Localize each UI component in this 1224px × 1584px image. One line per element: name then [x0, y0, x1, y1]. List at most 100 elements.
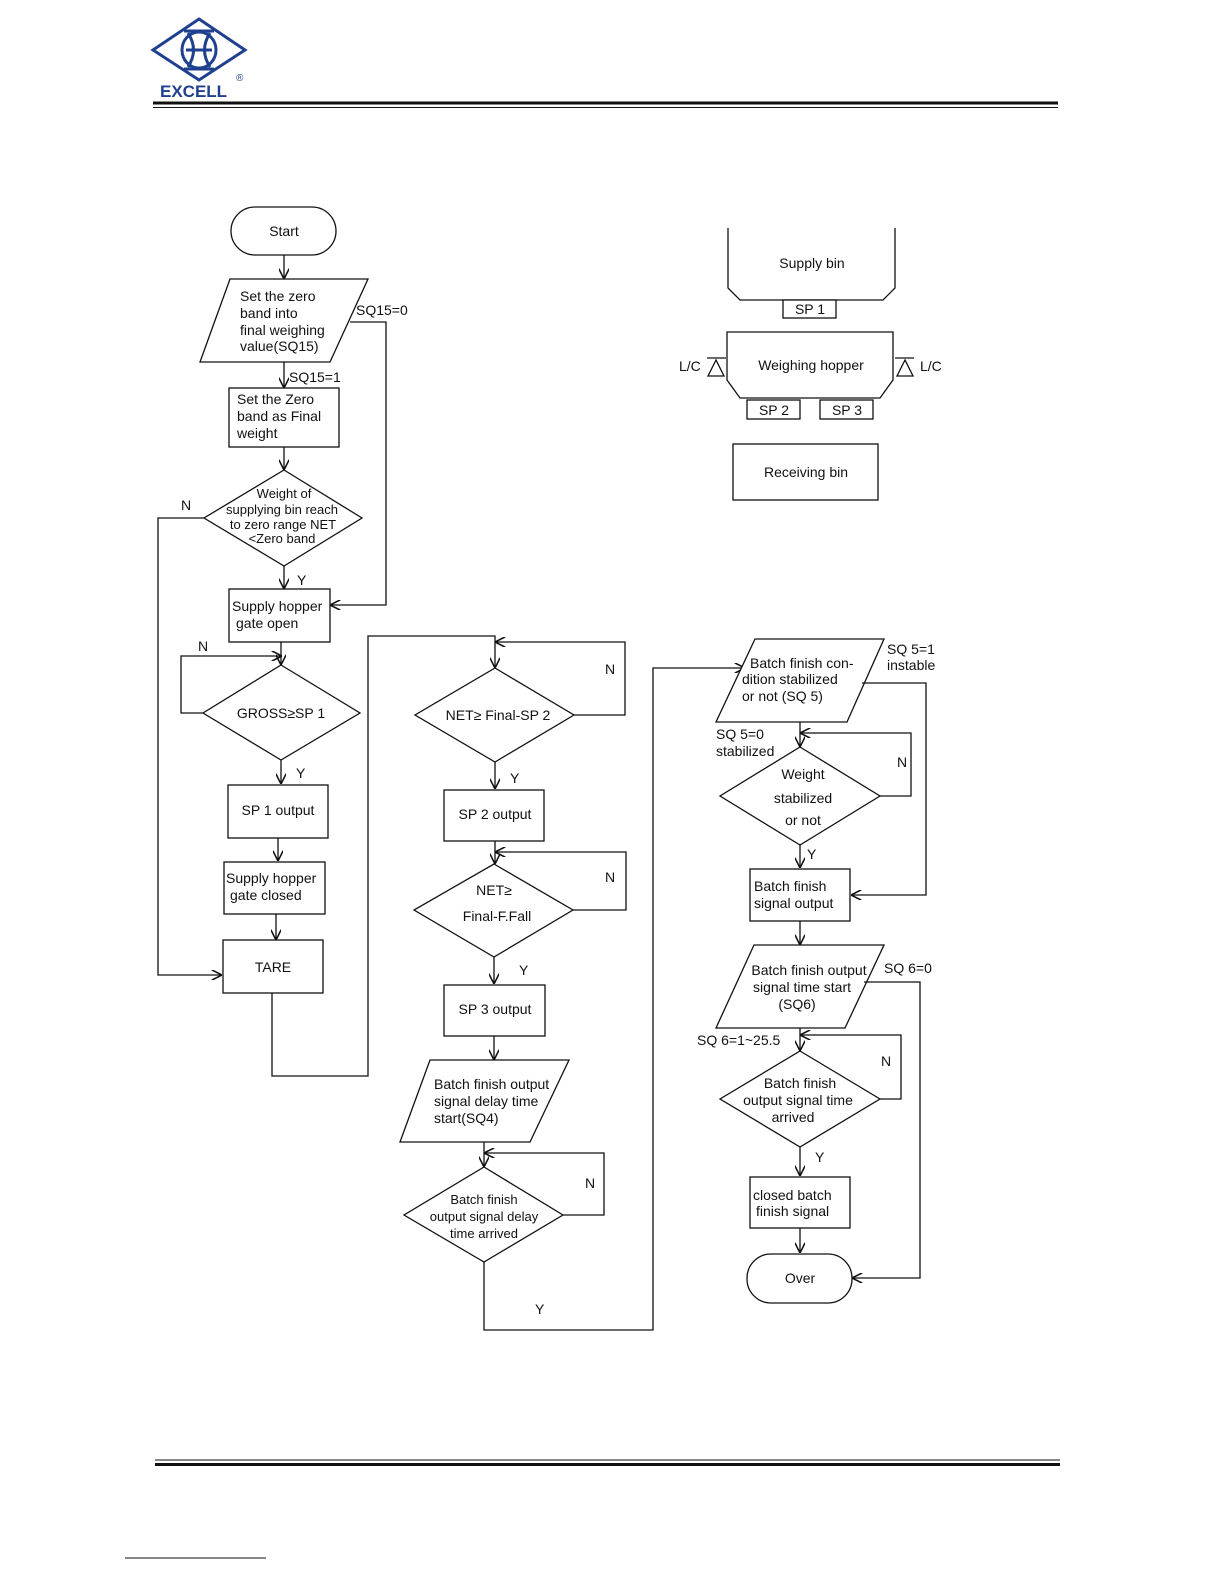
branch-label: N [198, 638, 208, 654]
hopper-schematic: Supply bin SP 1 Weighing hopper L/C L/C … [679, 228, 942, 501]
node-text: dition stabilized [742, 671, 838, 687]
load-cell-label-right: L/C [920, 358, 942, 374]
node-text: Batch finish [450, 1192, 517, 1207]
sp2-gate [746, 399, 801, 420]
node-text: Set the Zero [237, 391, 314, 407]
branch-label: SQ 6=0 [884, 960, 932, 976]
node-text: Weight of [257, 486, 312, 501]
node-text: output signal delay [430, 1209, 539, 1224]
node-text: SP 2 output [459, 806, 532, 822]
node-text: Supply hopper [226, 870, 317, 886]
loop-connector [485, 1153, 605, 1216]
node-text: or not [785, 812, 821, 828]
node-text: (SQ6) [778, 996, 815, 1012]
connector [331, 321, 387, 605]
node-text: band into [240, 305, 298, 321]
loop-connector [801, 1035, 902, 1100]
node-text: Batch finish output [434, 1076, 549, 1092]
sp2-output-process [443, 789, 545, 842]
gate-open-process [228, 588, 331, 643]
branch-label: Y [510, 770, 520, 786]
node-text: Batch finish con- [750, 655, 854, 671]
node-text: start(SQ4) [434, 1110, 499, 1126]
tare-process [222, 939, 324, 994]
sp3-gate [819, 399, 874, 420]
node-text: to zero range NET [230, 517, 336, 532]
branch-label: N [897, 754, 907, 770]
branch-label: SQ 5=1 [887, 641, 935, 657]
sp1-gate [782, 299, 837, 319]
closed-signal-process [749, 1176, 851, 1229]
node-text: finish signal [756, 1203, 829, 1219]
branch-label: SQ 6=1~25.5 [697, 1032, 781, 1048]
gate-closed-process [223, 861, 326, 915]
brand-name: EXCELL [160, 82, 227, 101]
zero-band-final-process [228, 387, 340, 448]
set-zero-band-io [199, 278, 370, 363]
load-cell-label-left: L/C [679, 358, 701, 374]
node-text: weight [236, 425, 278, 441]
branch-label: SQ15=0 [356, 302, 408, 318]
start-label: Start [269, 223, 299, 239]
node-text: supplying bin reach [226, 502, 338, 517]
node-text: Batch finish output [751, 962, 866, 978]
node-text: SP 3 output [459, 1001, 532, 1017]
node-text: arrived [772, 1109, 815, 1125]
connector [853, 981, 921, 1278]
node-text: value(SQ15) [240, 338, 319, 354]
branch-label: Y [296, 765, 306, 781]
connector [157, 517, 221, 975]
node-text: TARE [255, 959, 291, 975]
sp2-label: SP 2 [759, 402, 789, 418]
branch-label: N [181, 497, 191, 513]
node-text: NET≥ Final-SP 2 [446, 707, 551, 723]
loop-connector [801, 733, 912, 797]
branch-label: Y [297, 572, 307, 588]
footer-rule [125, 1459, 1060, 1559]
node-text: Weight [781, 766, 824, 782]
node-text: output signal time [743, 1092, 853, 1108]
loop-connector [496, 642, 626, 716]
sq5-condition-io [714, 638, 886, 723]
branch-label: N [605, 869, 615, 885]
node-text: closed batch [753, 1187, 832, 1203]
branch-label: Y [807, 846, 817, 862]
sp3-output-process [443, 984, 546, 1037]
receiving-bin [732, 443, 879, 501]
node-text: or not (SQ 5) [742, 688, 823, 704]
branch-label: N [881, 1053, 891, 1069]
node-text: GROSS≥SP 1 [237, 705, 326, 721]
connector [852, 682, 927, 895]
node-text: signal output [754, 895, 834, 911]
node-text: signal time start [753, 979, 851, 995]
receiving-bin-label: Receiving bin [764, 464, 848, 480]
sp1-label: SP 1 [795, 301, 825, 317]
weighing-hopper-label: Weighing hopper [758, 357, 864, 373]
node-text: stabilized [774, 790, 832, 806]
branch-label: Y [535, 1301, 545, 1317]
load-cell-right-icon [895, 357, 915, 377]
node-text: NET≥ [476, 882, 512, 898]
node-text: gate closed [230, 887, 302, 903]
node-text: Set the zero [240, 288, 316, 304]
excell-logo: EXCELL ® [150, 17, 248, 101]
header-rule [153, 101, 1058, 108]
delay-start-io [399, 1059, 571, 1143]
branch-label: N [605, 661, 615, 677]
node-text: Batch finish [764, 1075, 836, 1091]
node-text: gate open [236, 615, 298, 631]
supply-bin-label: Supply bin [779, 255, 844, 271]
node-text: final weighing [240, 322, 325, 338]
connector [483, 668, 744, 1331]
signal-time-start-io [714, 944, 886, 1029]
node-text: time arrived [450, 1226, 518, 1241]
weighing-hopper [726, 331, 894, 399]
branch-label: instable [887, 657, 935, 673]
branch-label: stabilized [716, 743, 774, 759]
node-text: SP 1 output [242, 802, 315, 818]
over-terminal [746, 1253, 853, 1304]
node-text: <Zero band [249, 531, 316, 546]
registered-mark: ® [236, 73, 244, 84]
branch-label: N [585, 1175, 595, 1191]
